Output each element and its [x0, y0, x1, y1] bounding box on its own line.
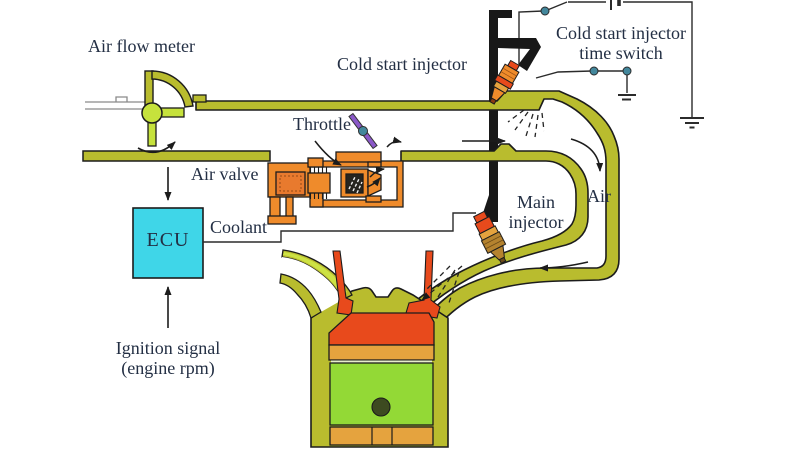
ground-icon-small [618, 94, 636, 101]
air-valve-label: Air valve [191, 164, 259, 184]
coolant-wire [203, 212, 476, 243]
ecu-box [132, 207, 204, 279]
main-injector-label: Main injector [508, 192, 564, 233]
time-switch-wire [535, 70, 628, 93]
left-runner-lower [279, 273, 322, 319]
throttle-label: Throttle [293, 114, 351, 134]
cold-start-injector-graphic [489, 59, 521, 105]
bimetal-element [307, 172, 331, 194]
rotation-arrow [137, 141, 176, 154]
airflow-arrows [314, 136, 604, 272]
air-flow-meter-label: Air flow meter [88, 36, 195, 56]
throttle-shaft-dot [358, 126, 368, 136]
time-switch-label: Cold start injector time switch [556, 23, 686, 64]
cold-start-spray [507, 109, 545, 138]
left-port [281, 257, 342, 312]
meter-pivot [141, 102, 163, 124]
throttle-graphic [348, 112, 378, 150]
time-switch-circuit [518, 1, 693, 117]
piston-pin [371, 397, 391, 417]
ignition-signal-label: Ignition signal (engine rpm) [115, 338, 221, 379]
lower-pipe-left [82, 150, 271, 162]
ecu-label: ECU [146, 229, 190, 251]
ground-icon [680, 117, 704, 129]
exhaust-valve [332, 250, 354, 316]
piston-skirt [329, 426, 434, 446]
air-flow-meter-graphic [85, 70, 207, 154]
contact-dot-icons [540, 6, 632, 76]
coolant-label: Coolant [210, 217, 267, 237]
main-injector-graphic [472, 210, 507, 264]
engine-cylinder-graphic [279, 249, 449, 448]
air-label: Air [587, 186, 611, 206]
battery-icon [610, 0, 621, 10]
cold-start-injector-label: Cold start injector [337, 54, 467, 74]
inlet-pipe [85, 96, 148, 110]
wire-to-ground [623, 1, 693, 117]
air-valve-graphic [267, 151, 404, 225]
intake-valve [405, 250, 441, 319]
throttle-shaft-housing [335, 151, 382, 163]
main-injector-spray [421, 265, 463, 304]
meter-flap-arc [151, 70, 194, 108]
